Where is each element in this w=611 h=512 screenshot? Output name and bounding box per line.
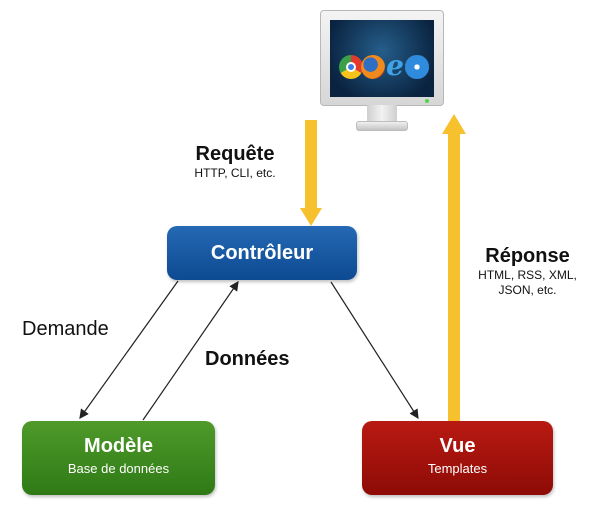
view-title: Vue bbox=[439, 435, 476, 457]
data-text: Données bbox=[205, 348, 290, 370]
monitor-icon: e bbox=[320, 10, 444, 134]
controller-title: Contrôleur bbox=[210, 241, 314, 264]
response-label: Réponse HTML, RSS, XML, JSON, etc. bbox=[470, 245, 585, 298]
monitor-screen: e bbox=[330, 20, 434, 97]
safari-icon bbox=[405, 55, 429, 79]
data-arrow bbox=[142, 281, 239, 421]
monitor-frame: e bbox=[320, 10, 444, 106]
monitor-base bbox=[356, 121, 408, 131]
demand-text: Demande bbox=[22, 318, 109, 340]
response-detail-line1: HTML, RSS, XML, bbox=[478, 268, 577, 282]
request-detail: HTTP, CLI, etc. bbox=[194, 166, 276, 180]
monitor-stand bbox=[367, 105, 397, 123]
response-arrow bbox=[442, 114, 466, 421]
model-box: Modèle Base de données bbox=[22, 421, 215, 495]
demand-label: Demande bbox=[22, 318, 109, 341]
ie-icon: e bbox=[386, 49, 404, 82]
firefox-icon bbox=[361, 55, 385, 79]
request-label: Requête HTTP, CLI, etc. bbox=[180, 143, 290, 181]
response-detail-line2: JSON, etc. bbox=[498, 283, 557, 297]
chrome-icon bbox=[339, 55, 363, 79]
data-label: Données bbox=[205, 348, 289, 371]
power-light bbox=[425, 99, 429, 103]
controller-to-view-arrow bbox=[330, 281, 419, 420]
request-title: Requête bbox=[195, 143, 275, 165]
view-box: Vue Templates bbox=[362, 421, 553, 495]
response-title: Réponse bbox=[485, 245, 570, 267]
demand-arrow bbox=[79, 280, 179, 419]
controller-box: Contrôleur bbox=[167, 226, 357, 280]
model-title: Modèle bbox=[84, 435, 153, 457]
request-arrow bbox=[300, 120, 322, 226]
model-subtitle: Base de données bbox=[67, 461, 170, 476]
view-subtitle: Templates bbox=[427, 461, 488, 476]
